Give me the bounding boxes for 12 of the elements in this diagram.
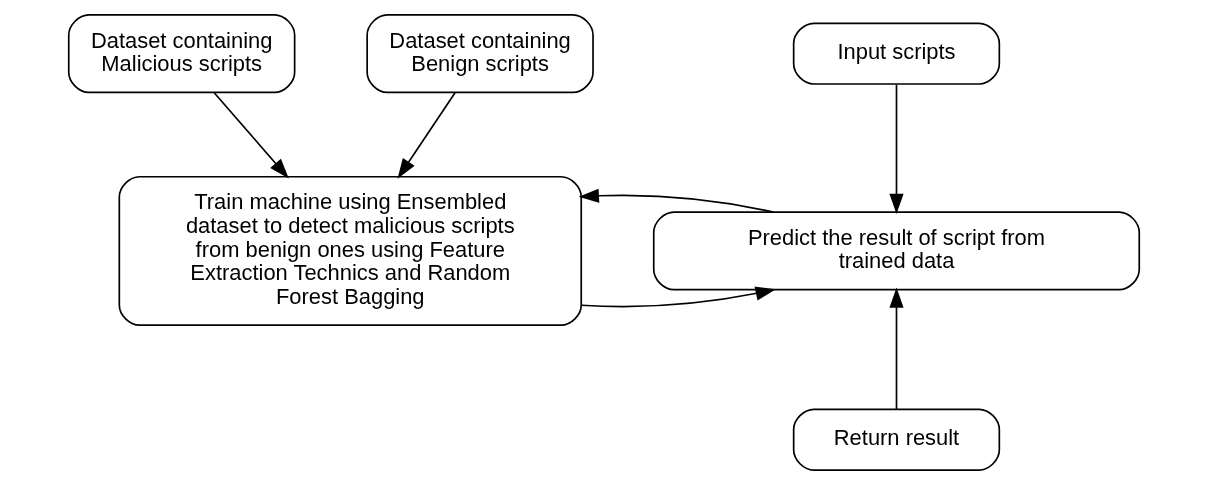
node-box: Dataset containing Benign scripts (366, 14, 594, 94)
arrow (889, 83, 904, 215)
arrow (580, 286, 776, 308)
node-box: Input scripts (792, 22, 1001, 85)
arrow (889, 287, 904, 410)
node-box: Return result (792, 408, 1001, 471)
node-box: Train machine using Ensembled dataset to detect malicious scripts from benign ones using Feature Extraction Technics and Random Forest Bagging (118, 175, 583, 326)
arrow (578, 188, 775, 213)
arrow (213, 91, 289, 179)
node-box: Dataset containing Malicious scripts (67, 14, 296, 94)
arrow (397, 91, 456, 179)
node-box: Predict the result of script from trained data (652, 211, 1141, 291)
